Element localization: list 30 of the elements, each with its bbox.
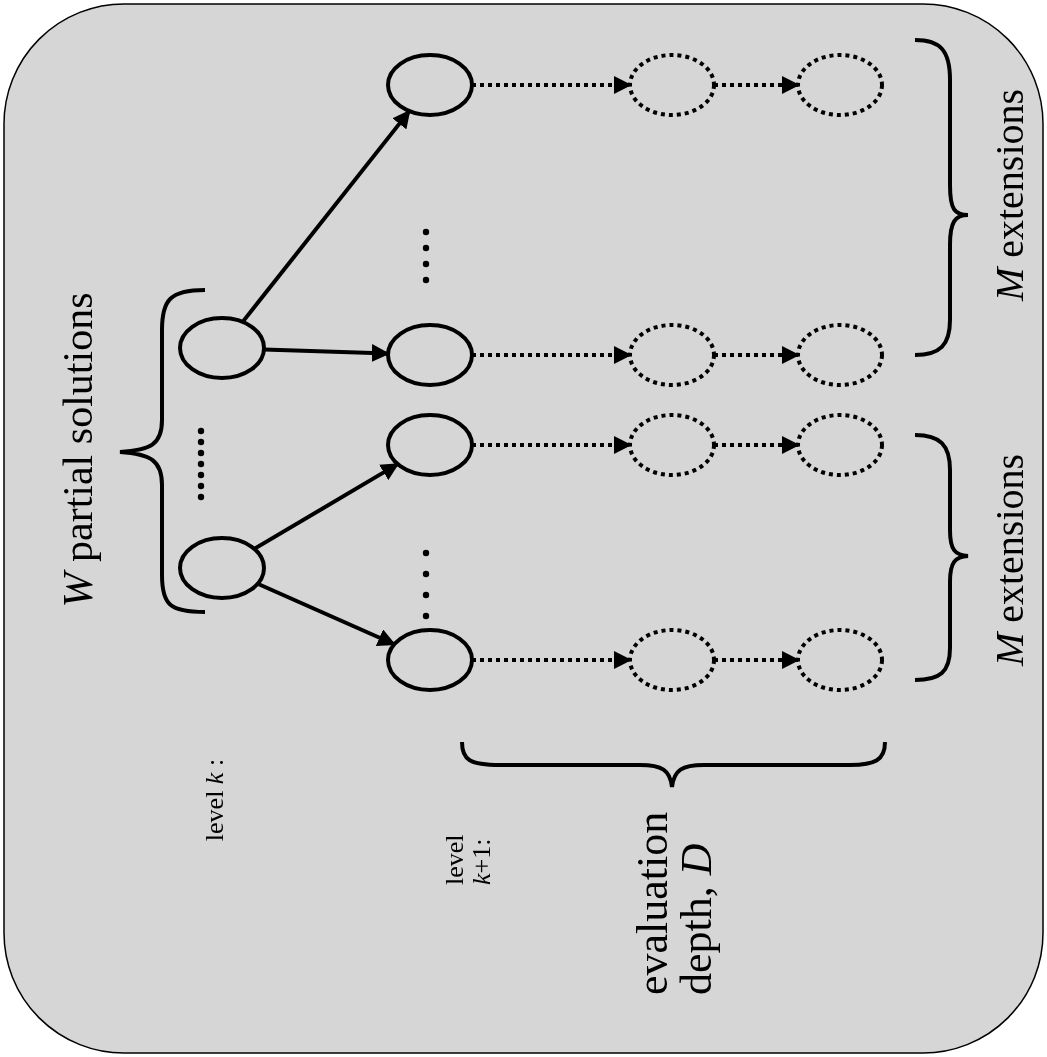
dotted-ellipse (796, 628, 884, 692)
arrow (256, 581, 396, 647)
dotted-ellipse (796, 53, 884, 117)
arrow (263, 344, 390, 363)
arrow (472, 76, 632, 94)
dotted-ellipse (628, 53, 716, 117)
ellipse-node (178, 316, 266, 380)
ellipse-node (178, 536, 266, 600)
level-label: level k : (201, 758, 229, 842)
dotted-ellipse (628, 323, 716, 387)
arrow (253, 462, 400, 551)
brace-label: M extensions (989, 88, 1031, 302)
arrow (472, 346, 632, 364)
arrow (241, 109, 411, 324)
dotted-ellipse (796, 413, 884, 477)
dotted-ellipse (796, 323, 884, 387)
arrow (714, 436, 800, 454)
ellipse-node (386, 413, 474, 477)
dotted-ellipse (628, 628, 716, 692)
dotted-ellipse (628, 413, 716, 477)
arrow (714, 346, 800, 364)
arrow (472, 436, 632, 454)
arrow (714, 76, 800, 94)
arrow (714, 651, 800, 669)
ellipse-node (386, 628, 474, 692)
brace-label: M extensions (989, 453, 1031, 667)
arrow (472, 651, 632, 669)
ellipse-node (386, 53, 474, 117)
ellipse-node (386, 323, 474, 387)
rotated-label: W partial solutions (55, 292, 101, 608)
